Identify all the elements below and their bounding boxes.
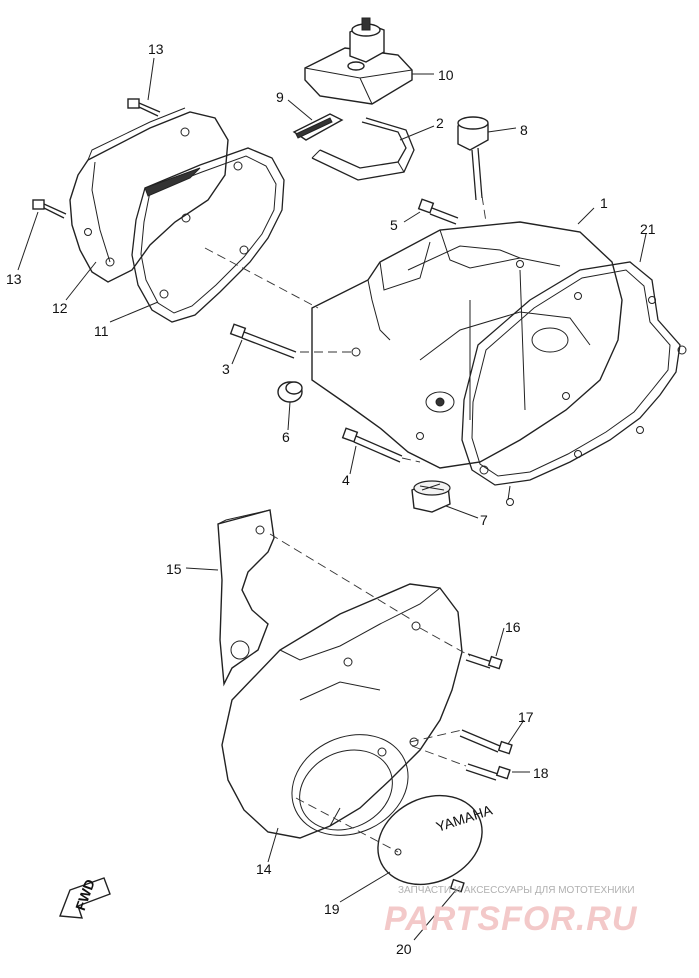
bracket-15	[217, 509, 275, 687]
bolt-20	[449, 878, 465, 893]
callout-3: 3	[222, 361, 230, 377]
callout-13-top: 13	[148, 41, 164, 57]
callout-13-left: 13	[6, 271, 22, 287]
callout-20: 20	[396, 941, 412, 957]
leader-lines	[17, 57, 647, 941]
callout-2: 2	[436, 115, 444, 131]
oil-tank-10	[304, 17, 413, 105]
bolt-3	[229, 323, 297, 359]
bolt-18	[465, 763, 511, 781]
callout-19: 19	[324, 901, 340, 917]
callout-9: 9	[276, 89, 284, 105]
callout-21: 21	[640, 221, 656, 237]
callout-1: 1	[600, 195, 608, 211]
callout-5: 5	[390, 217, 398, 233]
watermark-brand: PARTSFOR.RU	[384, 900, 638, 938]
callout-12: 12	[52, 300, 68, 316]
callout-10: 10	[438, 67, 454, 83]
alignment-lines	[204, 195, 487, 853]
callout-8: 8	[520, 122, 528, 138]
callout-7: 7	[480, 512, 488, 528]
callout-6: 6	[282, 429, 290, 445]
callout-18: 18	[533, 765, 549, 781]
screw-13-top	[127, 98, 161, 117]
cap-7	[411, 480, 451, 513]
callout-16: 16	[505, 619, 521, 635]
cover-14	[221, 583, 463, 839]
crankcase-1	[311, 221, 623, 469]
pad-9	[292, 113, 344, 141]
bolt-17	[459, 729, 513, 755]
plug-6	[277, 381, 303, 403]
screw-13-left	[32, 199, 67, 219]
strap-2	[311, 117, 415, 181]
callout-14: 14	[256, 861, 272, 877]
callout-17: 17	[518, 709, 534, 725]
plate-19: YAMAHA	[377, 794, 495, 886]
bolt-5	[417, 198, 459, 225]
gasket-21	[461, 261, 687, 506]
callout-numbers: 13 13 12 11 10 9 2 8 1 21 5 3 6 4 7 15 1…	[6, 41, 656, 957]
fwd-arrow: FWD	[59, 877, 111, 919]
bolt-16	[465, 653, 503, 670]
callout-4: 4	[342, 472, 350, 488]
bolt-4	[341, 427, 403, 463]
gasket-11	[131, 147, 285, 323]
callout-11: 11	[94, 323, 109, 339]
callout-15: 15	[166, 561, 182, 577]
watermark-tagline: ЗАПЧАСТИ И АКСЕССУАРЫ ДЛЯ МОТОТЕХНИКИ	[398, 885, 635, 896]
watermark: ЗАПЧАСТИ И АКСЕССУАРЫ ДЛЯ МОТОТЕХНИКИ PA…	[384, 885, 638, 938]
oil-cap-8	[457, 116, 489, 201]
